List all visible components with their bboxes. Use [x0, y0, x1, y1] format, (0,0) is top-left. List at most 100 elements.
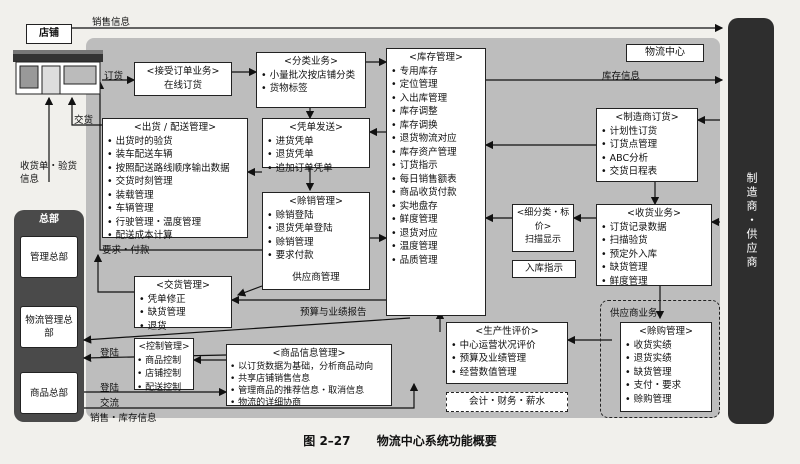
exchange-label: 交流 — [100, 398, 120, 409]
handover-box: <交货管理> 凭单修正 缺货管理 退货 — [134, 276, 232, 332]
management-hq-box: 管理总部 — [20, 236, 78, 278]
goods-hq-label: 商品总部 — [29, 387, 68, 399]
storefront-icon — [13, 50, 103, 95]
receipt-text: 收货单・验货信息 — [20, 161, 78, 185]
maker-order-box: <制造商订货> 计划性订货 订货点管理 ABC分析 交货日程表 — [596, 108, 698, 182]
receiving-item: 缺货管理 — [601, 261, 707, 275]
sorting-item: 小量批次按店铺分类 — [261, 69, 361, 83]
shipping-item: 装车配送车辆 — [107, 148, 243, 162]
store-icon — [12, 46, 104, 96]
credit-sales-item: 赊销登陆 — [267, 209, 365, 223]
hq-label-text: 总部 — [39, 214, 59, 225]
logistics-hq-label: 物流管理总部 — [25, 315, 73, 339]
figure-caption: 图 2–27 物流中心系统功能概要 — [0, 432, 800, 449]
credit-sales-title: <赊销管理> — [289, 196, 343, 207]
shipping-item: 装载管理 — [107, 189, 243, 203]
sorting-title: <分类业务> — [284, 56, 338, 67]
classify-title: <细分类・标价> — [516, 208, 570, 232]
product-info-item: 共享店铺销售信息 — [230, 373, 388, 385]
shipping-item: 出货时的验货 — [107, 135, 243, 149]
register-label-2: 登陆 — [100, 383, 120, 394]
shipping-box: <出货 / 配送管理> 出货时的验货 装车配送车辆 按照配送路线顺序输出数据 交… — [102, 118, 248, 241]
productivity-item: 经营数值管理 — [451, 366, 563, 380]
maker-order-title: <制造商订货> — [615, 112, 679, 123]
shipping-item: 行驶管理・温度管理 — [107, 216, 243, 230]
maker-order-item: ABC分析 — [601, 152, 693, 166]
purchase-item: 赊购管理 — [625, 393, 707, 407]
receipt-label: 收货单・验货信息 — [20, 160, 82, 186]
accept-order-box: <接受订单业务> 在线订货 — [134, 62, 232, 96]
inventory-item: 品质管理 — [391, 254, 481, 268]
maker-order-item: 交货日程表 — [601, 165, 693, 179]
supplier-business-label: 供应商业务 — [610, 308, 658, 319]
shipping-item: 按照配送路线顺序输出数据 — [107, 162, 243, 176]
control-box: <控制管理> 商品控制 店铺控制 配送控制 — [134, 338, 194, 393]
inventory-item: 实地盘存 — [391, 200, 481, 214]
credit-sales-box: <赊销管理> 赊销登陆 退货凭单登陆 赊销管理 要求付款 供应商管理 — [262, 192, 370, 290]
inventory-item: 专用库存 — [391, 65, 481, 79]
maker-order-item: 订货点管理 — [601, 138, 693, 152]
voucher-box: <凭单发送> 进货凭单 退货凭单 追加订单凭单 — [262, 118, 370, 174]
request-payment-label: 要求・付款 — [102, 245, 150, 256]
product-info-box: <商品信息管理> 以订货数据为基础，分析商品动向 共享店铺销售信息 管理商品的推… — [226, 344, 392, 409]
management-hq-label: 管理总部 — [29, 251, 68, 263]
inventory-item: 入出库管理 — [391, 92, 481, 106]
maker-order-item: 计划性订货 — [601, 125, 693, 139]
control-item: 配送控制 — [137, 382, 191, 396]
inventory-item: 退货对应 — [391, 227, 481, 241]
register-label-1: 登陆 — [100, 348, 120, 359]
inventory-item: 退货物流对应 — [391, 132, 481, 146]
receiving-item: 鲜度管理 — [601, 275, 707, 289]
purchase-item: 退货实绩 — [625, 352, 707, 366]
maker-supplier-label: 制造商・供应商 — [745, 172, 758, 270]
purchase-box: <赊购管理> 收货实绩 退货实绩 缺货管理 支付・要求 赊购管理 — [620, 322, 712, 412]
receiving-box: <收货业务> 订货记录数据 扫描验货 预定外入库 缺货管理 鲜度管理 — [596, 204, 712, 289]
product-info-item: 以订货数据为基础，分析商品动向 — [230, 361, 388, 373]
sales-inventory-label: 销售・库存信息 — [90, 413, 157, 424]
inventory-box: <库存管理> 专用库存定位管理入出库管理库存调整库存调换退货物流对应库存资产管理… — [386, 48, 486, 316]
voucher-item: 进货凭单 — [267, 135, 365, 149]
store-label-box: 店铺 — [26, 24, 72, 44]
product-info-item: 物流的详细协商 — [230, 397, 388, 409]
store-label: 店铺 — [39, 28, 59, 39]
productivity-title: <生产性评价> — [475, 326, 539, 337]
control-item: 店铺控制 — [137, 368, 191, 382]
purchase-item: 收货实绩 — [625, 339, 707, 353]
inventory-item: 库存调整 — [391, 105, 481, 119]
purchase-title: <赊购管理> — [639, 326, 693, 337]
control-title: <控制管理> — [138, 342, 190, 352]
purchase-item: 缺货管理 — [625, 366, 707, 380]
credit-sales-item: 要求付款 — [267, 249, 365, 263]
inventory-item: 鲜度管理 — [391, 213, 481, 227]
goods-hq-box: 商品总部 — [20, 372, 78, 414]
inbound-line: 入库指示 — [524, 263, 563, 274]
inventory-item: 订货指示 — [391, 159, 481, 173]
product-info-title: <商品信息管理> — [272, 348, 346, 359]
purchase-item: 支付・要求 — [625, 379, 707, 393]
handover-item: 退货 — [139, 320, 227, 334]
accounting-line: 会计・财务・薪水 — [468, 396, 545, 407]
inventory-item: 商品收货付款 — [391, 186, 481, 200]
inventory-title: <库存管理> — [409, 52, 463, 63]
sales-info-label: 销售信息 — [92, 17, 131, 28]
supplier-business-region — [600, 300, 720, 418]
control-item: 商品控制 — [137, 355, 191, 369]
productivity-box: <生产性评价> 中心运营状况评价 预算及业绩管理 经营数值管理 — [446, 322, 568, 384]
inventory-item: 定位管理 — [391, 78, 481, 92]
logistics-center-text: 物流中心 — [645, 47, 685, 58]
maker-supplier-bar: 制造商・供应商 — [728, 18, 774, 424]
order-label: 订货 — [104, 71, 124, 82]
receiving-item: 预定外入库 — [601, 248, 707, 262]
receiving-title: <收货业务> — [627, 208, 681, 219]
credit-sales-item: 退货凭单登陆 — [267, 222, 365, 236]
supplier-mgmt-label: 供应商管理 — [292, 271, 340, 283]
classify-line: 扫描显示 — [524, 235, 561, 245]
accept-order-title: <接受订单业务> — [146, 66, 220, 77]
inventory-item: 温度管理 — [391, 240, 481, 254]
logistics-hq-box: 物流管理总部 — [20, 306, 78, 348]
delivery-label: 交货 — [74, 115, 94, 126]
sorting-box: <分类业务> 小量批次按店铺分类 货物标签 — [256, 52, 366, 108]
voucher-item: 退货凭单 — [267, 148, 365, 162]
voucher-title: <凭单发送> — [289, 122, 343, 133]
